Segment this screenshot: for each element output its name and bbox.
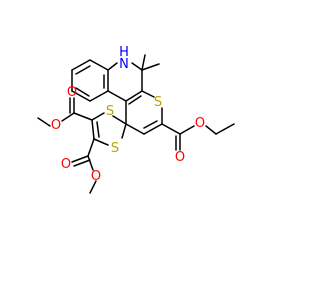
bond <box>131 62 143 71</box>
nitrogen-label: N <box>119 57 129 72</box>
bonds <box>37 54 235 194</box>
bond <box>215 123 235 135</box>
bond <box>37 117 51 127</box>
atom-labels: N H S S S O O O O O O <box>51 45 205 184</box>
bond <box>107 90 127 102</box>
bond <box>89 180 97 194</box>
hydrogen-label: H <box>119 45 129 60</box>
bond <box>179 125 195 135</box>
oxygen-label: O <box>51 118 61 133</box>
oxygen-label: O <box>61 157 71 172</box>
oxygen-label: O <box>195 116 205 131</box>
oxygen-label: O <box>91 169 101 184</box>
bond <box>91 112 105 121</box>
sulfur-label-thiopyran: S <box>154 95 162 110</box>
bond <box>87 138 95 157</box>
bond <box>73 112 93 121</box>
bond <box>161 123 181 135</box>
bond-double <box>96 121 100 138</box>
bond <box>61 112 75 122</box>
bond-double <box>143 120 158 129</box>
bond <box>71 59 91 71</box>
molecule-drawing: N H S S S O O O O O O <box>0 0 300 300</box>
bond <box>141 63 160 71</box>
oxygen-label: O <box>67 85 77 100</box>
bond-double <box>128 95 142 105</box>
oxygen-label: O <box>175 150 185 165</box>
bond <box>141 90 155 98</box>
bond <box>205 125 217 135</box>
sulfur-label-dithiole-bottom: S <box>111 141 119 156</box>
bond <box>112 115 127 125</box>
bond <box>71 155 89 163</box>
structure-canvas: N H S S S O O O O O O <box>0 0 300 300</box>
bond-double <box>75 65 91 75</box>
bond <box>121 123 127 139</box>
bond <box>91 119 95 140</box>
bond <box>125 90 143 102</box>
bond <box>125 123 145 135</box>
bond <box>141 54 146 71</box>
bond-double <box>75 87 90 97</box>
bond <box>89 59 109 71</box>
background <box>0 0 300 300</box>
bond <box>143 123 163 135</box>
bond <box>87 155 94 171</box>
bond <box>93 138 109 146</box>
sulfur-label-dithiole-top: S <box>106 104 114 119</box>
bond <box>89 90 109 102</box>
bond <box>71 90 91 102</box>
bond-double <box>73 159 91 167</box>
bond <box>107 62 118 71</box>
